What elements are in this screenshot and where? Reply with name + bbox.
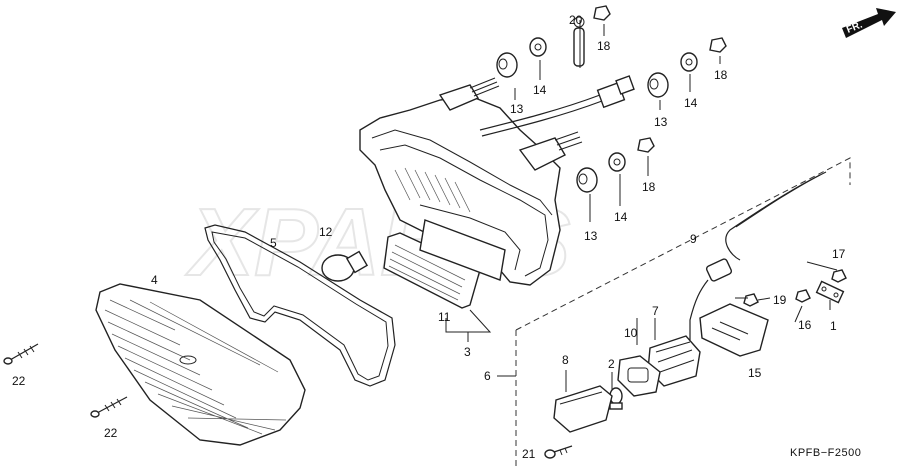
screw: [90, 396, 128, 418]
part-label: 18: [714, 68, 728, 82]
part-label: 22: [104, 426, 118, 440]
license-lens: [617, 355, 661, 397]
part-label: 14: [684, 96, 698, 110]
part-label: 17: [832, 247, 846, 261]
wedge-bulb: [609, 387, 623, 410]
nut: [795, 289, 811, 303]
part-label: 20: [569, 13, 583, 27]
nut: [709, 37, 727, 53]
washer: [608, 152, 626, 172]
part-label: 21: [522, 447, 536, 461]
washer: [680, 52, 698, 72]
inner-reflector: [419, 219, 506, 281]
gasket: [204, 224, 396, 387]
part-label: 5: [270, 236, 277, 250]
part-label: 8: [562, 353, 569, 367]
part-label: 14: [614, 210, 628, 224]
part-label: 1: [830, 319, 837, 333]
nut: [593, 5, 611, 21]
tail-light-housing: [359, 75, 635, 286]
part-label: 9: [690, 232, 697, 246]
grommet: [647, 72, 669, 98]
part-label: 13: [584, 229, 598, 243]
part-label: 18: [642, 180, 656, 194]
license-cover: [553, 385, 613, 433]
sub-assembly-outline: [515, 157, 851, 468]
part-label: 7: [652, 304, 659, 318]
bulb: [321, 250, 369, 282]
screw: [3, 343, 39, 365]
part-label: 13: [654, 115, 668, 129]
part-label: 22: [12, 374, 26, 388]
part-label: 4: [151, 273, 158, 287]
part-label: 18: [597, 39, 611, 53]
part-label: 11: [438, 310, 451, 324]
bolt: [743, 293, 771, 307]
part-label: 16: [798, 318, 812, 332]
washer: [529, 37, 547, 57]
grommet: [576, 167, 598, 193]
nut: [637, 137, 655, 153]
clip-band: [573, 16, 585, 67]
tail-lens-cover: [95, 283, 306, 446]
part-label: 6: [484, 369, 491, 383]
part-label: 13: [510, 102, 524, 116]
bracket-plate: [815, 280, 845, 304]
diagram-code: KPFB−F2500: [790, 447, 861, 459]
reflector-lens: [383, 232, 481, 309]
part-labels: 20 18 13 14 13 14 18 13 18 14 13 12 5 4 …: [12, 13, 846, 461]
grommet: [496, 52, 518, 78]
part-label: 2: [608, 357, 615, 371]
screw: [544, 445, 573, 459]
license-light-housing: [699, 303, 769, 357]
part-label: 19: [773, 293, 787, 307]
part-label: 10: [624, 326, 638, 340]
part-label: 12: [319, 225, 333, 239]
part-label: 14: [533, 83, 547, 97]
wire-harness: [689, 171, 827, 340]
part-label: 3: [464, 345, 471, 359]
nut: [831, 269, 847, 283]
front-direction-arrow: FR.: [842, 8, 896, 38]
part-label: 15: [748, 366, 762, 380]
